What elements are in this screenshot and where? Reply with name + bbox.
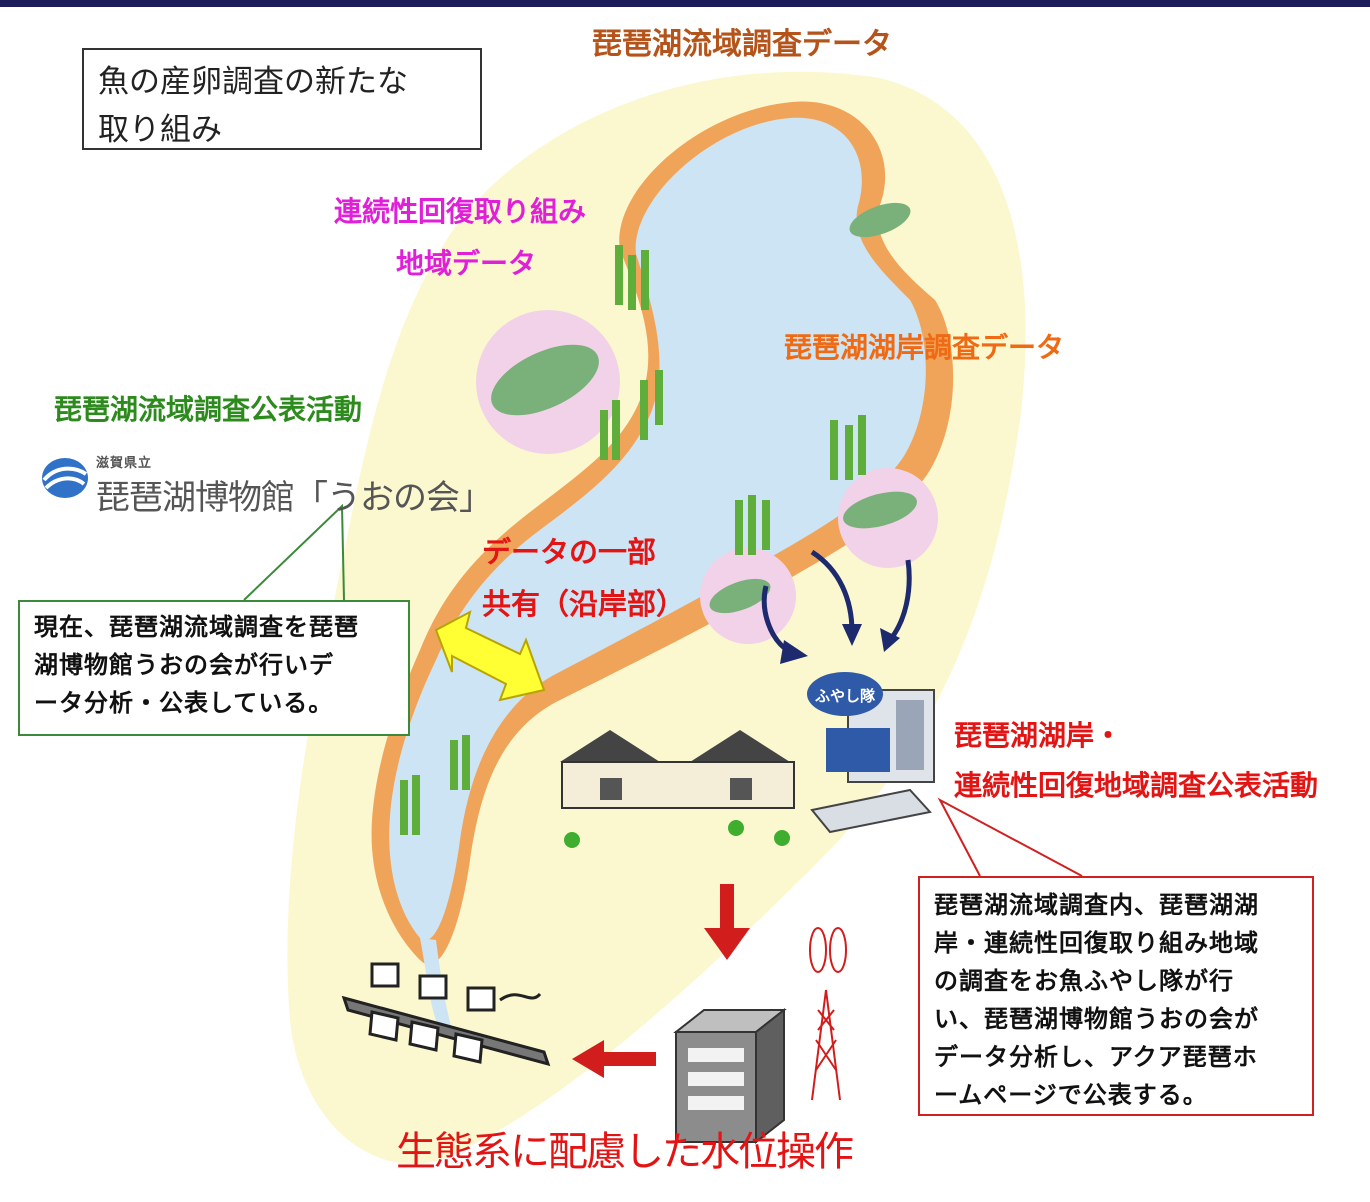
title-box: 魚の産卵調査の新たな 取り組み (82, 48, 482, 150)
lake-water (389, 117, 926, 941)
svg-text:ふやし隊: ふやし隊 (815, 687, 876, 705)
red-callout-pointer (937, 797, 1083, 877)
label-basin-data: 琵琶湖流域調査データ (592, 27, 892, 62)
reed-clusters (400, 245, 866, 835)
label-continuity-data-line1: 連続性回復取り組み (334, 195, 587, 228)
label-continuity-data-line2: 地域データ (396, 247, 537, 280)
note-green-line-2: 湖博物館うおの会が行いデ (34, 651, 334, 679)
note-new-approach: 琵琶湖流域調査内、琵琶湖湖 岸・連続性回復取り組み地域 の調査をお魚ふやし隊が行… (918, 876, 1314, 1116)
museum-logo-prefecture: 滋賀県立 (96, 456, 153, 471)
label-basin-publish: 琵琶湖流域調査公表活動 (54, 393, 363, 426)
label-shore-publish-line2: 連続性回復地域調査公表活動 (954, 769, 1319, 802)
note-green-line-1: 現在、琵琶湖流域調査を琵琶 (34, 613, 359, 641)
title-line-1: 魚の産卵調査の新たな (98, 64, 408, 100)
label-shore-data: 琵琶湖湖岸調査データ (784, 331, 1065, 364)
computer-illustration (810, 689, 935, 834)
green-callout-pointer (243, 503, 345, 601)
note-red-line-6: ームページで公表する。 (934, 1081, 1208, 1109)
note-red-line-1: 琵琶湖流域調査内、琵琶湖湖 (934, 891, 1259, 919)
note-green-line-3: ータ分析・公表している。 (34, 689, 334, 717)
label-shared-line2: 共有（沿岸部） (482, 587, 686, 621)
antenna-tower (809, 927, 847, 1101)
museum-building (560, 730, 795, 848)
shared-data-double-arrow (434, 610, 546, 702)
title-line-2: 取り組み (98, 112, 222, 148)
note-red-line-4: い、琵琶湖博物館うおの会が (934, 1005, 1259, 1033)
weir-illustration (341, 962, 551, 1067)
red-flow-arrows (572, 884, 750, 1078)
museum-logo-name: 琵琶湖博物館「うおの会」 (96, 478, 493, 518)
label-shared-line1: データの一部 (482, 535, 657, 569)
note-red-line-5: データ分析し、アクア琵琶ホ (934, 1043, 1258, 1071)
label-water-level-operation: 生態系に配慮した水位操作 (396, 1129, 854, 1175)
ofuyashitai-badge-icon: ふやし隊 (807, 672, 883, 716)
museum-logo-icon (42, 458, 88, 498)
server-illustration (673, 1007, 787, 1145)
note-red-line-3: の調査をお魚ふやし隊が行 (934, 967, 1234, 995)
note-red-line-2: 岸・連続性回復取り組み地域 (934, 929, 1259, 957)
note-museum-current: 現在、琵琶湖流域調査を琵琶 湖博物館うおの会が行いデ ータ分析・公表している。 (18, 600, 410, 736)
label-shore-publish-line1: 琵琶湖湖岸・ (954, 719, 1123, 752)
top-frame-bar (0, 0, 1370, 7)
